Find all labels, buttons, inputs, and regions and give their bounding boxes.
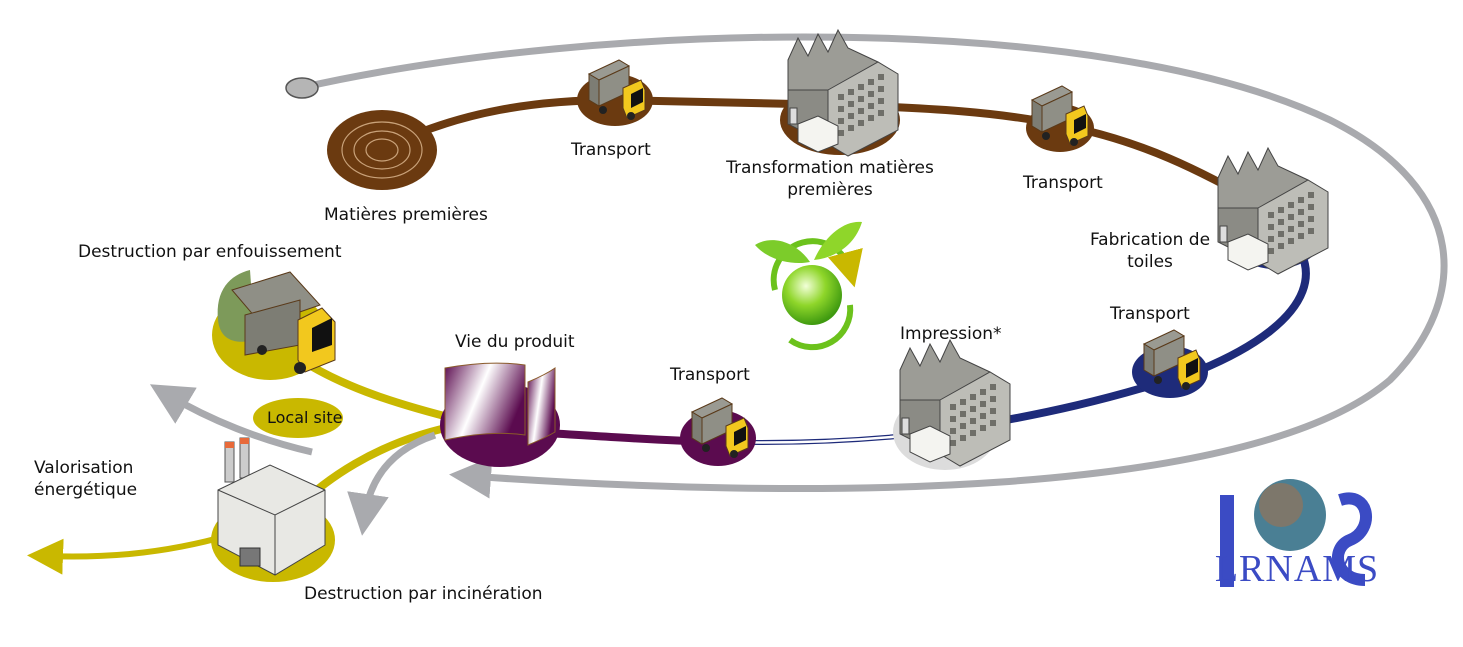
factory-icon xyxy=(899,339,1011,467)
loop-start-disc xyxy=(285,77,319,99)
transport-label-2: Transport xyxy=(1023,173,1103,193)
recycling-loop-arrow xyxy=(299,33,1448,499)
transformation-label-line2: premières xyxy=(787,180,873,200)
energy-label-line2: énergétique xyxy=(34,480,138,500)
product-life-node xyxy=(440,362,560,467)
factory-icon xyxy=(787,29,899,157)
transport-node-4 xyxy=(680,397,756,466)
supply-chain-path xyxy=(378,95,1272,214)
recycle-globe-icon xyxy=(755,221,863,351)
factory-icon xyxy=(1217,147,1329,275)
fabric-label-line2: toiles xyxy=(1127,252,1173,272)
transport-node-1 xyxy=(577,59,653,126)
fabric-label: Fabrication de toiles xyxy=(1080,229,1220,273)
landfill-label: Destruction par enfouissement xyxy=(78,242,342,262)
product-life-label: Vie du produit xyxy=(455,332,575,352)
raw-materials-label: Matières premières xyxy=(324,205,488,225)
transport-label-4: Transport xyxy=(670,365,750,385)
printing-node xyxy=(893,339,1011,470)
energy-label-line1: Valorisation xyxy=(34,458,134,478)
transformation-label: Transformation matières premières xyxy=(710,157,950,201)
incineration-node xyxy=(211,437,335,582)
energy-recovery-arrow xyxy=(27,532,231,575)
landfill-node xyxy=(212,270,336,380)
transport-label-1: Transport xyxy=(571,140,651,160)
transport-label-3: Transport xyxy=(1110,304,1190,324)
landfill-return-arrow xyxy=(149,384,313,456)
incineration-label: Destruction par incinération xyxy=(304,584,543,604)
printing-label: Impression* xyxy=(900,324,1002,344)
transport-node-3 xyxy=(1132,329,1208,398)
energy-recovery-label: Valorisation énergétique xyxy=(34,457,137,501)
fabric-label-line1: Fabrication de xyxy=(1089,230,1211,250)
local-site-label: Local site xyxy=(267,408,343,427)
transformation-label-line1: Transformation matières xyxy=(726,158,934,178)
fabric-node xyxy=(1217,147,1329,275)
raw-materials-node xyxy=(327,110,437,190)
local-site-badge xyxy=(253,398,343,438)
logo-text: LRNAMS xyxy=(1214,548,1380,590)
transformation-node xyxy=(780,29,900,157)
incineration-return-arrow xyxy=(347,431,437,536)
transport-node-2 xyxy=(1026,85,1094,152)
lrnams-logo-globe xyxy=(1220,479,1372,587)
